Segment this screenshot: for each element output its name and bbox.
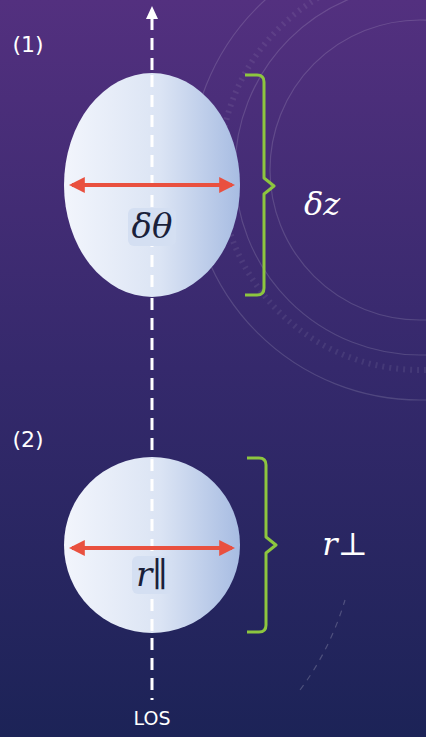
callout-number: (2) xyxy=(12,428,43,452)
node-label: δθ xyxy=(128,208,177,245)
width-arrow xyxy=(72,546,232,550)
callout-number: (1) xyxy=(12,33,43,57)
width-arrow xyxy=(72,183,232,187)
dimension-label: r⊥ xyxy=(322,527,367,562)
node-label: r∥ xyxy=(132,556,172,593)
size-bracket xyxy=(245,75,276,632)
axis-label: LOS xyxy=(134,708,171,729)
los-line xyxy=(151,459,154,631)
dimension-label: δz xyxy=(304,187,340,222)
